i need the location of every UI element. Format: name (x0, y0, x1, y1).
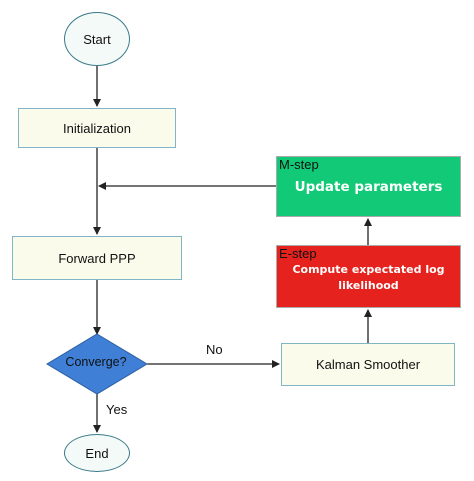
decision-diamond (46, 333, 148, 395)
initialization-node: Initialization (18, 108, 176, 148)
m-step-text: Update parameters (294, 179, 443, 195)
m-step-node: M-step Update parameters (276, 156, 461, 217)
e-step-text: Compute expectated log likelihood (292, 263, 445, 292)
end-node: End (64, 434, 130, 472)
edge-label-no: No (206, 342, 223, 357)
forward-ppp-label: Forward PPP (58, 250, 136, 266)
kalman-smoother-node: Kalman Smoother (281, 343, 455, 386)
start-label: Start (83, 31, 111, 47)
edge-label-yes: Yes (106, 402, 128, 417)
start-node: Start (64, 12, 130, 66)
e-step-node: E-step Compute expectated log likelihood (276, 245, 461, 308)
initialization-label: Initialization (63, 120, 131, 136)
end-label: End (85, 445, 109, 461)
kalman-smoother-label: Kalman Smoother (315, 357, 421, 372)
decision-label: Converge? (65, 355, 127, 369)
forward-ppp-node: Forward PPP (12, 236, 182, 280)
e-step-tag: E-step (279, 246, 317, 261)
m-step-tag: M-step (279, 157, 319, 172)
